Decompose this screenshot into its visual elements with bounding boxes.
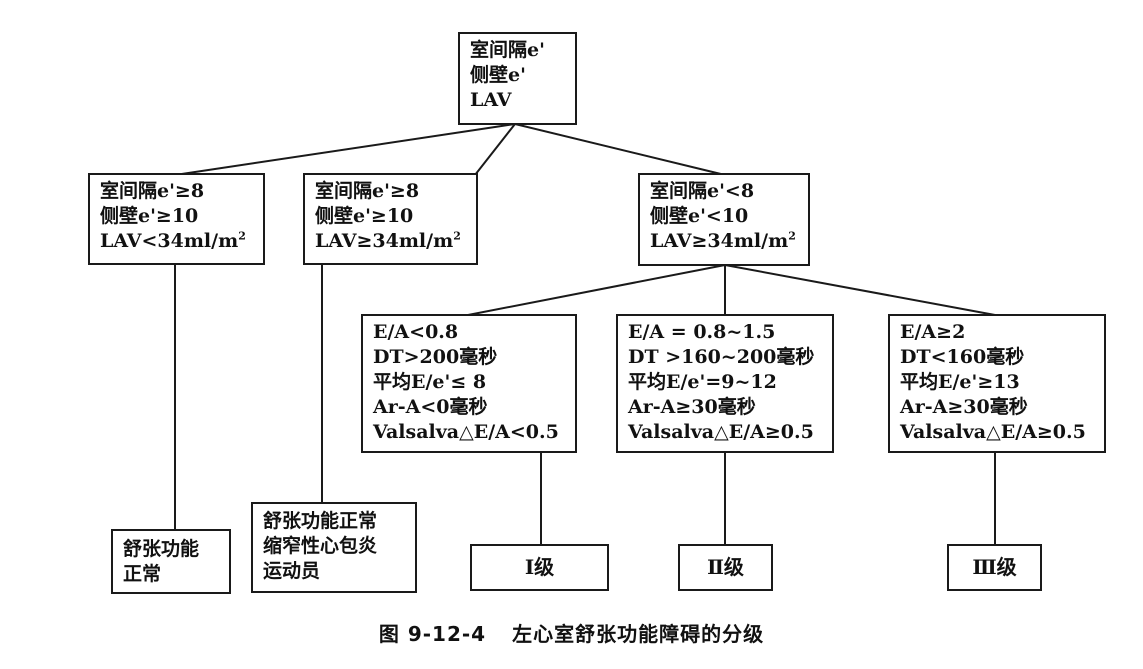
criteria-grade1-line-1: E/A<0.8 <box>373 321 459 343</box>
criteria-grade2-line-1: E/A = 0.8~1.5 <box>628 321 776 343</box>
branch-athlete-line-2: 侧壁e'≥10 <box>315 205 414 227</box>
outcome-athlete-node: 舒张功能正常 缩窄性心包炎 运动员 <box>251 502 417 593</box>
connector-abnormal-to-grade3 <box>724 264 996 316</box>
outcome-grade1-node: Ⅰ级 <box>470 544 609 591</box>
branch-abnormal-line-3: LAV≥34ml/m2 <box>650 229 796 252</box>
criteria-grade2-line-4: Ar-A≥30毫秒 <box>628 396 756 418</box>
branch-normal-line-1: 室间隔e'≥8 <box>100 180 205 202</box>
branch-normal-node: 室间隔e'≥8 侧壁e'≥10 LAV<34ml/m2 <box>88 173 265 265</box>
outcome-grade3-node: Ⅲ级 <box>947 544 1042 591</box>
branch-athlete-line-1: 室间隔e'≥8 <box>315 180 420 202</box>
outcome-athlete-line-1: 舒张功能正常 <box>263 510 378 532</box>
criteria-grade1-node: E/A<0.8 DT>200毫秒 平均E/e'≤ 8 Ar-A<0毫秒 Vals… <box>361 314 577 453</box>
criteria-grade3-line-2: DT<160毫秒 <box>900 346 1025 368</box>
criteria-grade3-line-4: Ar-A≥30毫秒 <box>900 396 1028 418</box>
outcome-normal-line-2: 正常 <box>123 563 162 585</box>
criteria-grade1-line-2: DT>200毫秒 <box>373 346 498 368</box>
criteria-grade2-line-3: 平均E/e'=9~12 <box>628 371 777 393</box>
criteria-grade2-line-5: Valsalva△E/A≥0.5 <box>628 421 814 443</box>
root-node: 室间隔e' 侧壁e' LAV <box>458 32 577 125</box>
criteria-grade3-node: E/A≥2 DT<160毫秒 平均E/e'≥13 Ar-A≥30毫秒 Valsa… <box>888 314 1106 453</box>
criteria-grade3-line-5: Valsalva△E/A≥0.5 <box>900 421 1086 443</box>
figure-number: 图 9-12-4 <box>378 622 487 646</box>
figure-caption: 图 9-12-4 左心室舒张功能障碍的分级 <box>0 618 1143 647</box>
outcome-grade2-label: Ⅱ级 <box>707 555 744 579</box>
root-line-3: LAV <box>470 89 512 111</box>
branch-abnormal-line-2: 侧壁e'<10 <box>650 205 749 227</box>
outcome-athlete-line-3: 运动员 <box>263 560 321 582</box>
criteria-grade2-line-2: DT >160~200毫秒 <box>628 346 815 368</box>
criteria-grade3-line-3: 平均E/e'≥13 <box>900 371 1020 393</box>
outcome-normal-node: 舒张功能 正常 <box>111 529 231 594</box>
branch-athlete-line-3: LAV≥34ml/m2 <box>315 229 461 252</box>
branch-abnormal-line-1: 室间隔e'<8 <box>650 180 755 202</box>
outcome-normal-line-1: 舒张功能 <box>123 538 200 560</box>
branch-normal-line-3: LAV<34ml/m2 <box>100 229 246 252</box>
criteria-grade1-line-4: Ar-A<0毫秒 <box>373 396 488 418</box>
root-line-1: 室间隔e' <box>470 39 545 61</box>
connector-abnormal-to-grade1 <box>467 264 726 316</box>
outcome-athlete-line-2: 缩窄性心包炎 <box>263 535 378 557</box>
criteria-grade3-line-1: E/A≥2 <box>900 321 966 343</box>
connector-root-to-abnormal <box>514 123 726 176</box>
branch-athlete-node: 室间隔e'≥8 侧壁e'≥10 LAV≥34ml/m2 <box>303 173 478 265</box>
connector-root-to-normal <box>174 123 516 176</box>
criteria-grade1-line-3: 平均E/e'≤ 8 <box>373 371 487 393</box>
branch-normal-line-2: 侧壁e'≥10 <box>100 205 199 227</box>
figure-title: 左心室舒张功能障碍的分级 <box>512 622 765 646</box>
criteria-grade2-node: E/A = 0.8~1.5 DT >160~200毫秒 平均E/e'=9~12 … <box>616 314 834 453</box>
connector-root-to-athlete <box>474 123 516 176</box>
branch-abnormal-node: 室间隔e'<8 侧壁e'<10 LAV≥34ml/m2 <box>638 173 810 266</box>
outcome-grade3-label: Ⅲ级 <box>972 555 1017 579</box>
outcome-grade2-node: Ⅱ级 <box>678 544 773 591</box>
root-line-2: 侧壁e' <box>470 64 526 86</box>
criteria-grade1-line-5: Valsalva△E/A<0.5 <box>373 421 559 443</box>
outcome-grade1-label: Ⅰ级 <box>524 555 555 579</box>
